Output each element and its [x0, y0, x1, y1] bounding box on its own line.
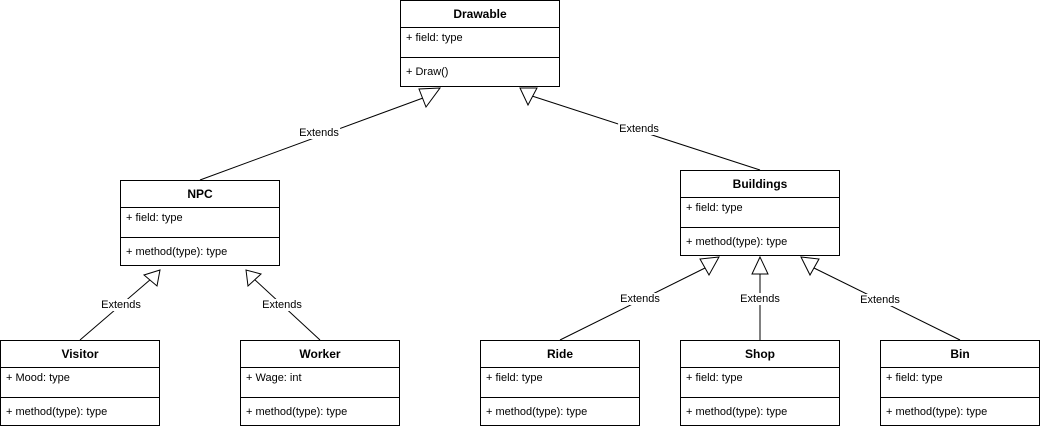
edge-label-worker-npc: Extends: [261, 299, 303, 311]
edge-line-npc-drawable: [199, 97, 424, 181]
class-buildings[interactable]: Buildings + field: type + method(type): …: [680, 170, 840, 256]
class-field: + field: type: [681, 198, 839, 228]
class-field: + field: type: [881, 368, 1039, 398]
arrowhead-worker-npc: [245, 269, 263, 288]
class-name: Bin: [881, 341, 1039, 368]
edge-label-npc-drawable: Extends: [298, 127, 340, 139]
arrowhead-bin-buildings: [800, 256, 820, 277]
class-worker[interactable]: Worker + Wage: int + method(type): type: [240, 340, 400, 426]
class-name: Worker: [241, 341, 399, 368]
edge-label-bin-buildings: Extends: [859, 294, 901, 306]
edge-label-buildings-drawable: Extends: [618, 123, 660, 135]
class-method: + method(type): type: [126, 246, 228, 258]
edge-label-visitor-npc: Extends: [100, 299, 142, 311]
class-method: + method(type): type: [886, 406, 988, 418]
class-method: + method(type): type: [686, 236, 788, 248]
class-method: + method(type): type: [246, 406, 348, 418]
class-name: Drawable: [401, 1, 559, 28]
edge-label-shop-buildings: Extends: [739, 293, 781, 305]
class-name: NPC: [121, 181, 279, 208]
class-name: Visitor: [1, 341, 159, 368]
class-visitor[interactable]: Visitor + Mood: type + method(type): typ…: [0, 340, 160, 426]
class-name: Shop: [681, 341, 839, 368]
class-drawable[interactable]: Drawable + field: type + Draw(): [400, 0, 560, 87]
class-npc[interactable]: NPC + field: type + method(type): type: [120, 180, 280, 266]
class-field: + field: type: [481, 368, 639, 398]
arrowhead-visitor-npc: [142, 269, 161, 287]
class-field: + Wage: int: [241, 368, 399, 398]
class-ride[interactable]: Ride + field: type + method(type): type: [480, 340, 640, 426]
class-method: + Draw(): [406, 66, 449, 78]
class-method: + method(type): type: [486, 406, 588, 418]
class-field: + field: type: [401, 28, 559, 58]
arrowhead-shop-buildings: [751, 255, 769, 275]
class-method: + method(type): type: [686, 406, 788, 418]
arrowhead-buildings-drawable: [519, 87, 538, 107]
edge-label-ride-buildings: Extends: [619, 293, 661, 305]
arrowhead-ride-buildings: [699, 256, 720, 277]
class-field: + field: type: [121, 208, 279, 238]
class-field: + field: type: [681, 368, 839, 398]
class-method: + method(type): type: [6, 406, 108, 418]
class-name: Buildings: [681, 171, 839, 198]
class-field: + Mood: type: [1, 368, 159, 398]
class-shop[interactable]: Shop + field: type + method(type): type: [680, 340, 840, 426]
class-bin[interactable]: Bin + field: type + method(type): type: [880, 340, 1040, 426]
arrowhead-npc-drawable: [418, 87, 442, 109]
class-name: Ride: [481, 341, 639, 368]
